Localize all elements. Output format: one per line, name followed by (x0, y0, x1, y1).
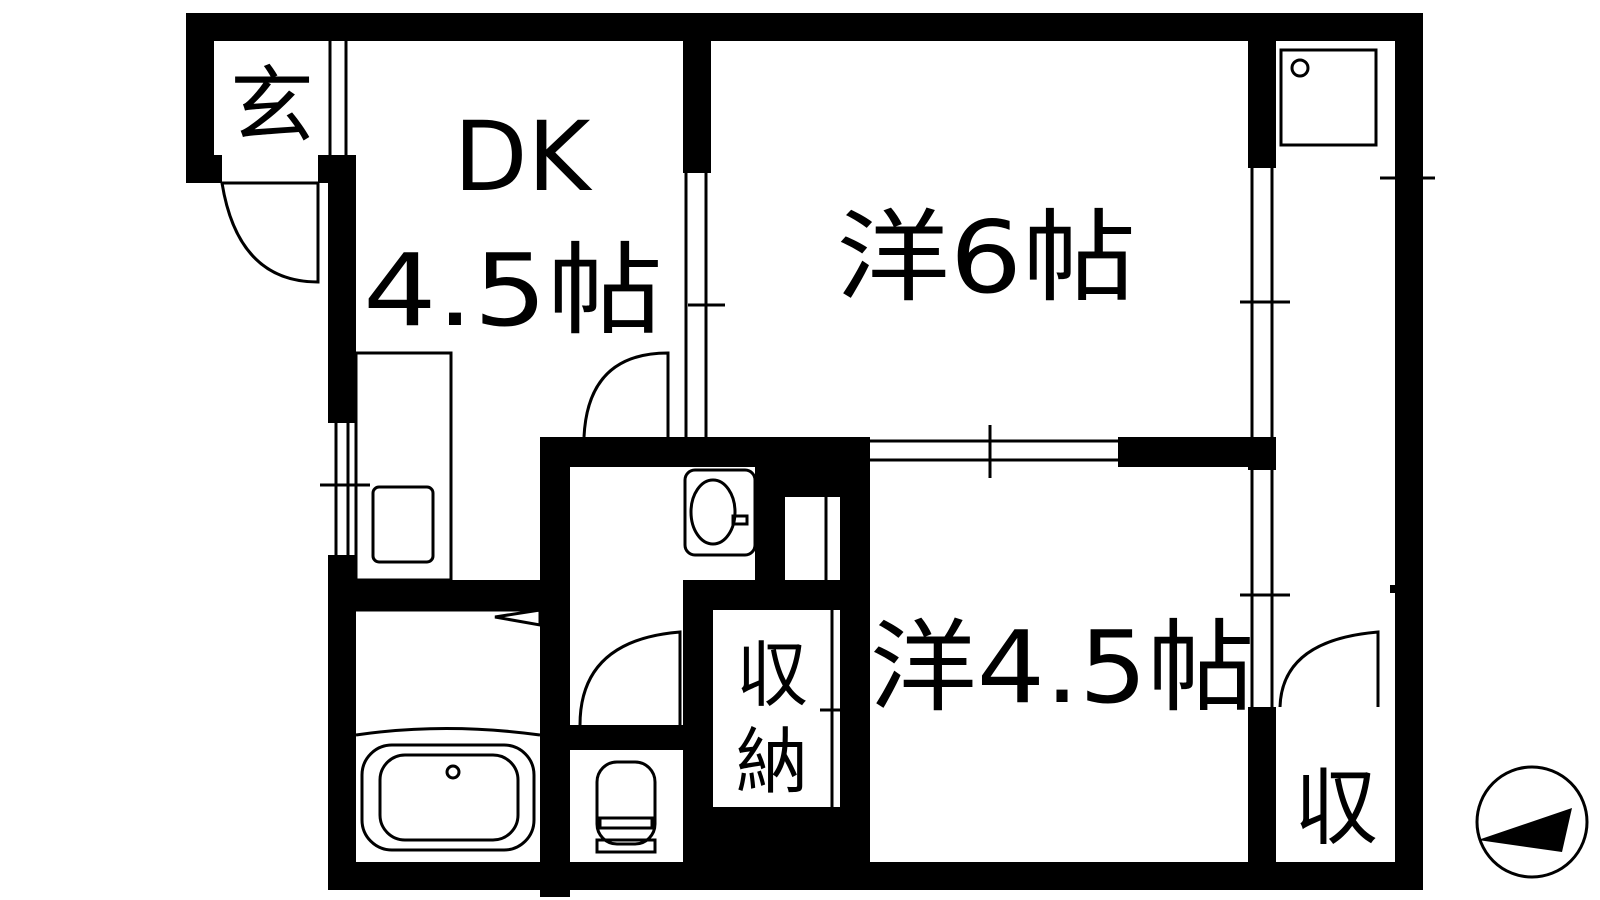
western-room-2-label: 洋4.5帖 (870, 609, 1255, 726)
storage-right-label: 収 (1294, 759, 1378, 857)
walls (186, 13, 1423, 897)
entrance-label: 玄 (230, 57, 314, 155)
fixtures (220, 41, 1435, 884)
western-room-1-label: 洋6帖 (836, 199, 1136, 316)
storage-mid-label-line2: 納 (736, 720, 808, 804)
compass-icon (1475, 765, 1589, 879)
dk-room-name: DK (454, 101, 593, 213)
dk-room-size: 4.5帖 (363, 232, 663, 349)
storage-mid-label-line1: 収 (736, 633, 808, 717)
